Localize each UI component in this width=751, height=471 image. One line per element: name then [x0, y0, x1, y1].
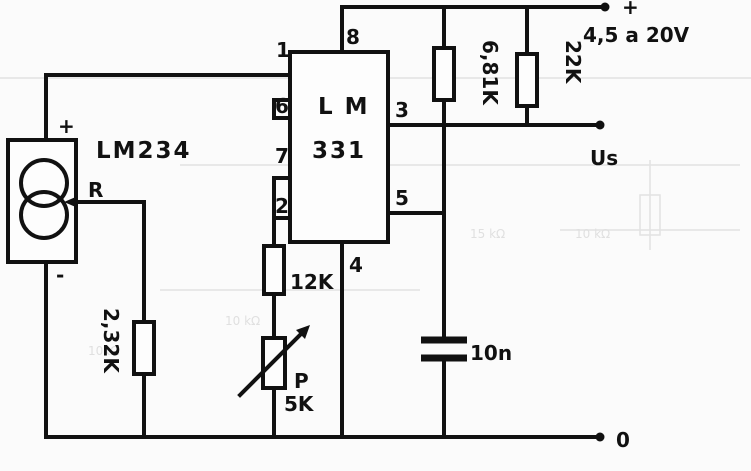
resistor-2-32k — [132, 320, 156, 376]
pin-1-label: 1 — [276, 38, 290, 62]
lm331-chip — [288, 50, 390, 244]
supply-plus-label: + — [622, 0, 639, 19]
lm234-name-label: LM234 — [96, 138, 192, 164]
pin-6-label: 6 — [275, 94, 289, 118]
pot-name-label: P — [294, 369, 309, 393]
output-terminal — [595, 120, 605, 130]
pin-3-label: 3 — [395, 98, 409, 122]
svg-text:15 kΩ: 15 kΩ — [470, 227, 505, 241]
pin-8-label: 8 — [346, 25, 360, 49]
pin-5-label: 5 — [395, 186, 409, 210]
resistor-12k-label: 12K — [290, 270, 335, 294]
lm234-r-pin-label: R — [88, 178, 103, 202]
background-ghost: 10 kΩ 15 kΩ 10 kΩ 10kΩ — [0, 77, 751, 358]
potentiometer-p — [237, 325, 310, 398]
ground-label: 0 — [616, 428, 630, 452]
capacitor-label: 10n — [470, 341, 512, 365]
resistor-22k — [515, 52, 539, 108]
capacitor-10n — [421, 336, 467, 362]
pin-4-label: 4 — [349, 253, 363, 277]
svg-text:10kΩ: 10kΩ — [88, 344, 119, 358]
resistor-2-32k-label: 2,32K — [99, 308, 123, 374]
supply-terminal — [600, 2, 610, 12]
wires — [44, 5, 607, 439]
output-label: Us — [590, 146, 618, 170]
pin-2-label: 2 — [275, 194, 289, 218]
resistor-12k — [262, 244, 286, 296]
lm331-name-line1: L M — [318, 94, 370, 120]
lm234-current-source — [6, 138, 78, 264]
svg-text:10 kΩ: 10 kΩ — [575, 227, 610, 241]
supply-voltage-label: 4,5 a 20V — [583, 23, 690, 47]
resistor-6-81k — [432, 46, 456, 102]
resistor-22k-label: 22K — [561, 40, 585, 85]
pot-value-label: 5K — [284, 392, 315, 416]
ground-terminal — [595, 432, 605, 442]
lm234-minus-label: - — [56, 263, 64, 287]
svg-text:10 kΩ: 10 kΩ — [225, 314, 260, 328]
pin-7-label: 7 — [275, 144, 289, 168]
lm234-plus-label: + — [58, 114, 75, 138]
lm331-name-line2: 331 — [312, 138, 366, 164]
resistor-6-81k-label: 6,81K — [478, 40, 502, 106]
